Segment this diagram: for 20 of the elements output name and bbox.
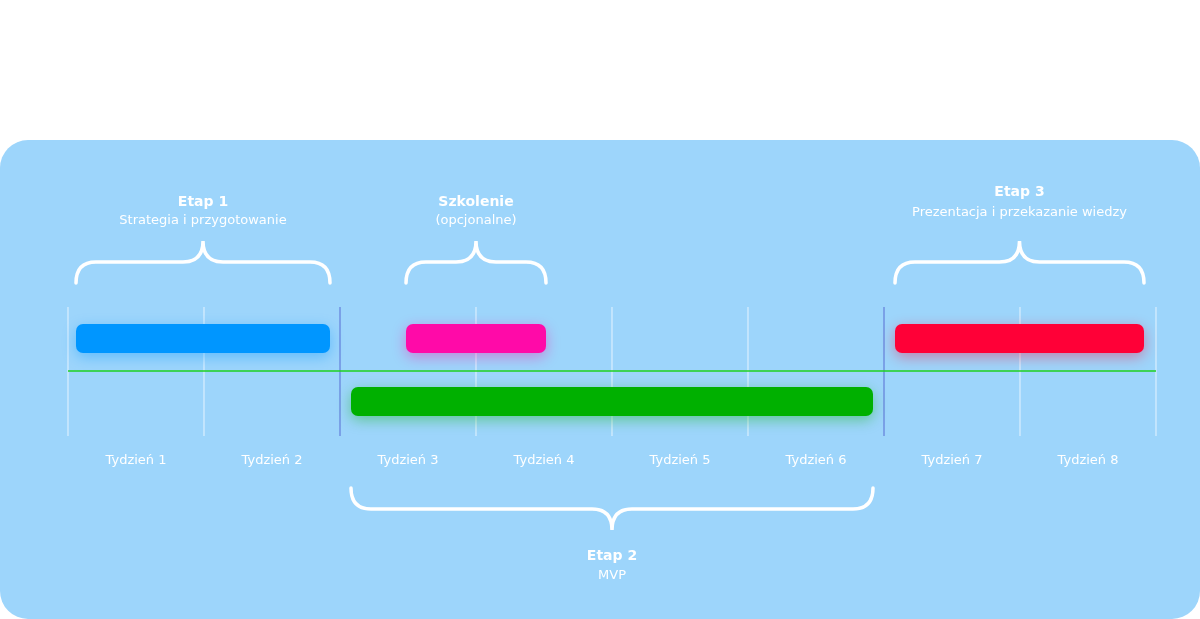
phase-subtitle: MVP bbox=[598, 567, 626, 582]
timeline-bar bbox=[76, 324, 330, 353]
week-label: Tydzień 7 bbox=[920, 452, 984, 467]
phase-title: Etap 1 bbox=[177, 193, 229, 209]
week-label: Tydzień 5 bbox=[648, 452, 712, 467]
phase-title: Etap 3 bbox=[994, 183, 1045, 199]
phase-title: Szkolenie bbox=[438, 193, 514, 209]
phase-subtitle: Prezentacja i przekazanie wiedzy bbox=[912, 204, 1127, 219]
timeline-bar bbox=[406, 324, 546, 353]
week-label: Tydzień 8 bbox=[1056, 452, 1120, 467]
phase-subtitle: (opcjonalne) bbox=[435, 212, 517, 227]
phase-subtitle: Strategia i przygotowanie bbox=[119, 212, 287, 227]
week-label: Tydzień 2 bbox=[240, 452, 304, 467]
week-label: Tydzień 1 bbox=[104, 452, 168, 467]
timeline-bar bbox=[351, 387, 873, 416]
week-label: Tydzień 6 bbox=[784, 452, 848, 467]
week-label: Tydzień 3 bbox=[376, 452, 440, 467]
week-label: Tydzień 4 bbox=[512, 452, 576, 467]
phase-title: Etap 2 bbox=[586, 547, 638, 563]
timeline-bar bbox=[895, 324, 1144, 353]
